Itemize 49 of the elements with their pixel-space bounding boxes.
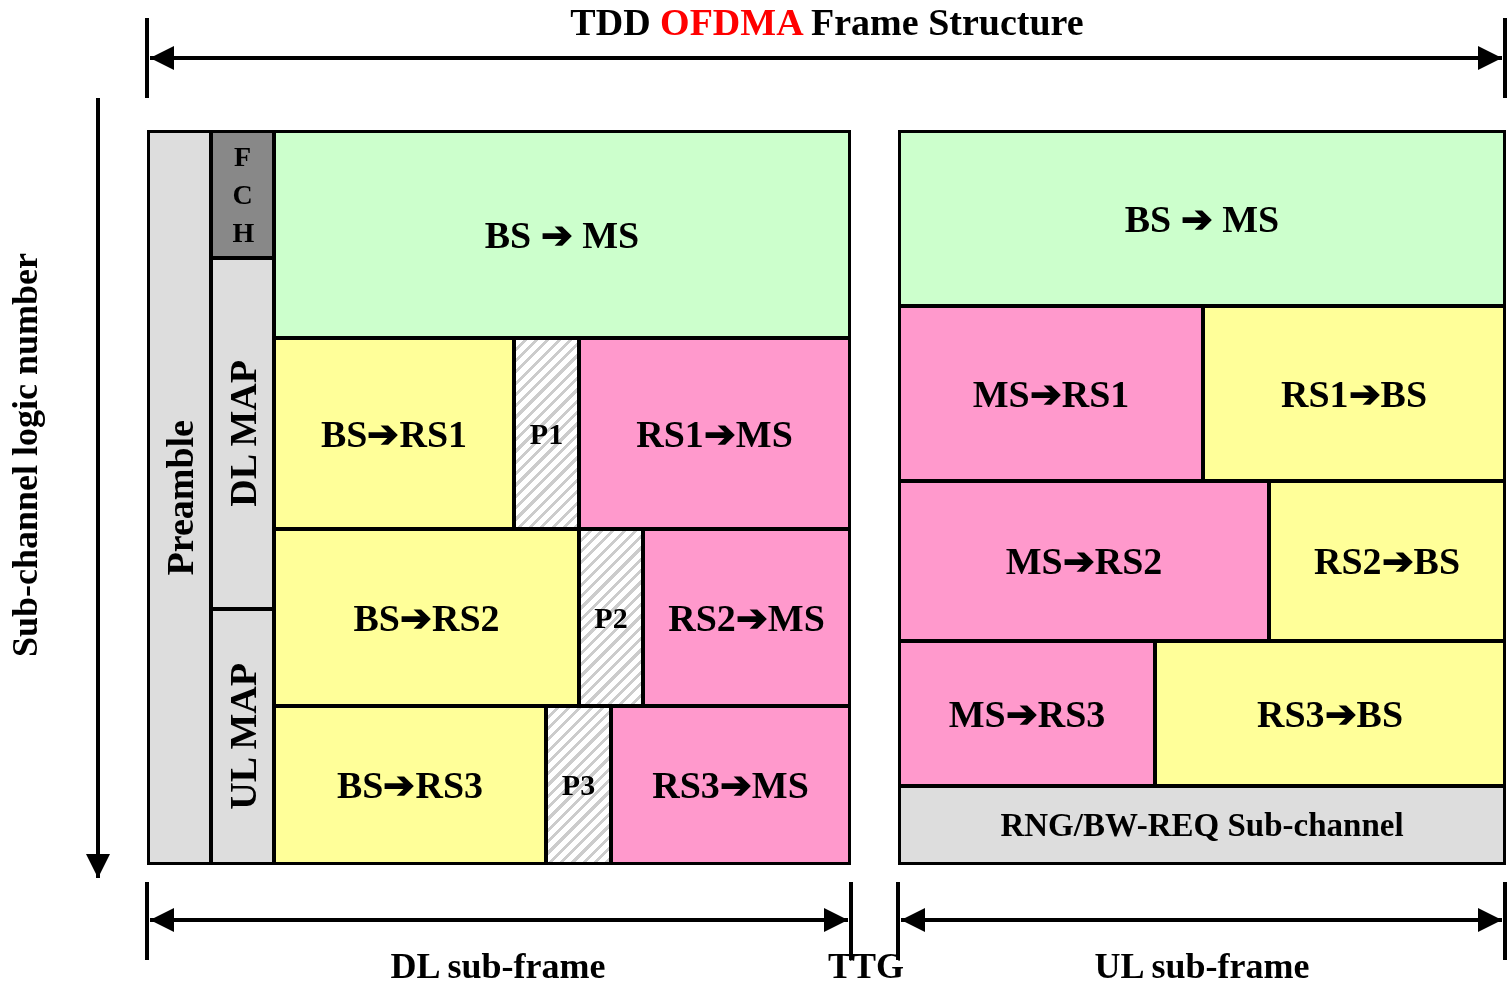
dimension-label: TTG <box>828 945 904 985</box>
block-label: RS2➔MS <box>668 595 825 640</box>
burst-block <box>273 130 851 339</box>
guard-block <box>545 705 612 865</box>
burst-block <box>1268 480 1506 642</box>
dimension-label: DL sub-frame <box>390 945 606 985</box>
block-label: BS➔RS3 <box>336 763 484 807</box>
block-label: BS➔RS2 <box>353 595 500 640</box>
block-label: BS ➔ MS <box>1124 196 1280 241</box>
burst-block <box>898 305 1204 482</box>
burst-block <box>273 528 580 707</box>
fch-block <box>210 130 275 259</box>
block-label: FCH <box>232 139 253 250</box>
burst-block <box>578 337 851 530</box>
guard-block <box>578 528 644 707</box>
ul-map-block <box>210 608 275 865</box>
ranging-band <box>898 785 1506 865</box>
dimension-label: UL sub-frame <box>1094 945 1310 985</box>
burst-block <box>273 705 547 865</box>
burst-block <box>642 528 851 707</box>
block-label: Preamble <box>157 419 202 576</box>
block-label: MS➔RS2 <box>1005 539 1163 583</box>
burst-block <box>1154 640 1506 787</box>
block-label: MS➔RS3 <box>948 691 1106 736</box>
block-label: RS1➔MS <box>636 411 793 456</box>
block-label: RS3➔BS <box>1256 691 1404 736</box>
burst-block <box>898 480 1270 642</box>
preamble-band <box>147 130 212 865</box>
burst-block <box>1202 305 1506 482</box>
block-label: RS2➔BS <box>1313 539 1461 583</box>
block-label: BS ➔ MS <box>484 212 640 257</box>
title: TDD OFDMA Frame Structure <box>570 0 1084 44</box>
guard-block <box>513 337 580 530</box>
block-label: RS3➔MS <box>652 763 809 807</box>
block-label: P3 <box>561 768 596 802</box>
block-label: UL MAP <box>220 663 265 810</box>
burst-block <box>898 130 1506 307</box>
block-label: MS➔RS1 <box>972 371 1130 416</box>
burst-block <box>610 705 851 865</box>
block-label: P1 <box>529 416 564 451</box>
burst-block <box>898 640 1156 787</box>
burst-block <box>273 337 515 530</box>
block-label: RS1➔BS <box>1280 371 1428 416</box>
block-label: P2 <box>594 600 628 635</box>
block-label: BS➔RS1 <box>320 411 468 456</box>
block-label: DL MAP <box>220 360 265 507</box>
block-label: RNG/BW-REQ Sub-channel <box>1000 806 1404 844</box>
dl-map-block <box>210 257 275 610</box>
axis-label: Sub-channel logic number <box>4 252 46 658</box>
